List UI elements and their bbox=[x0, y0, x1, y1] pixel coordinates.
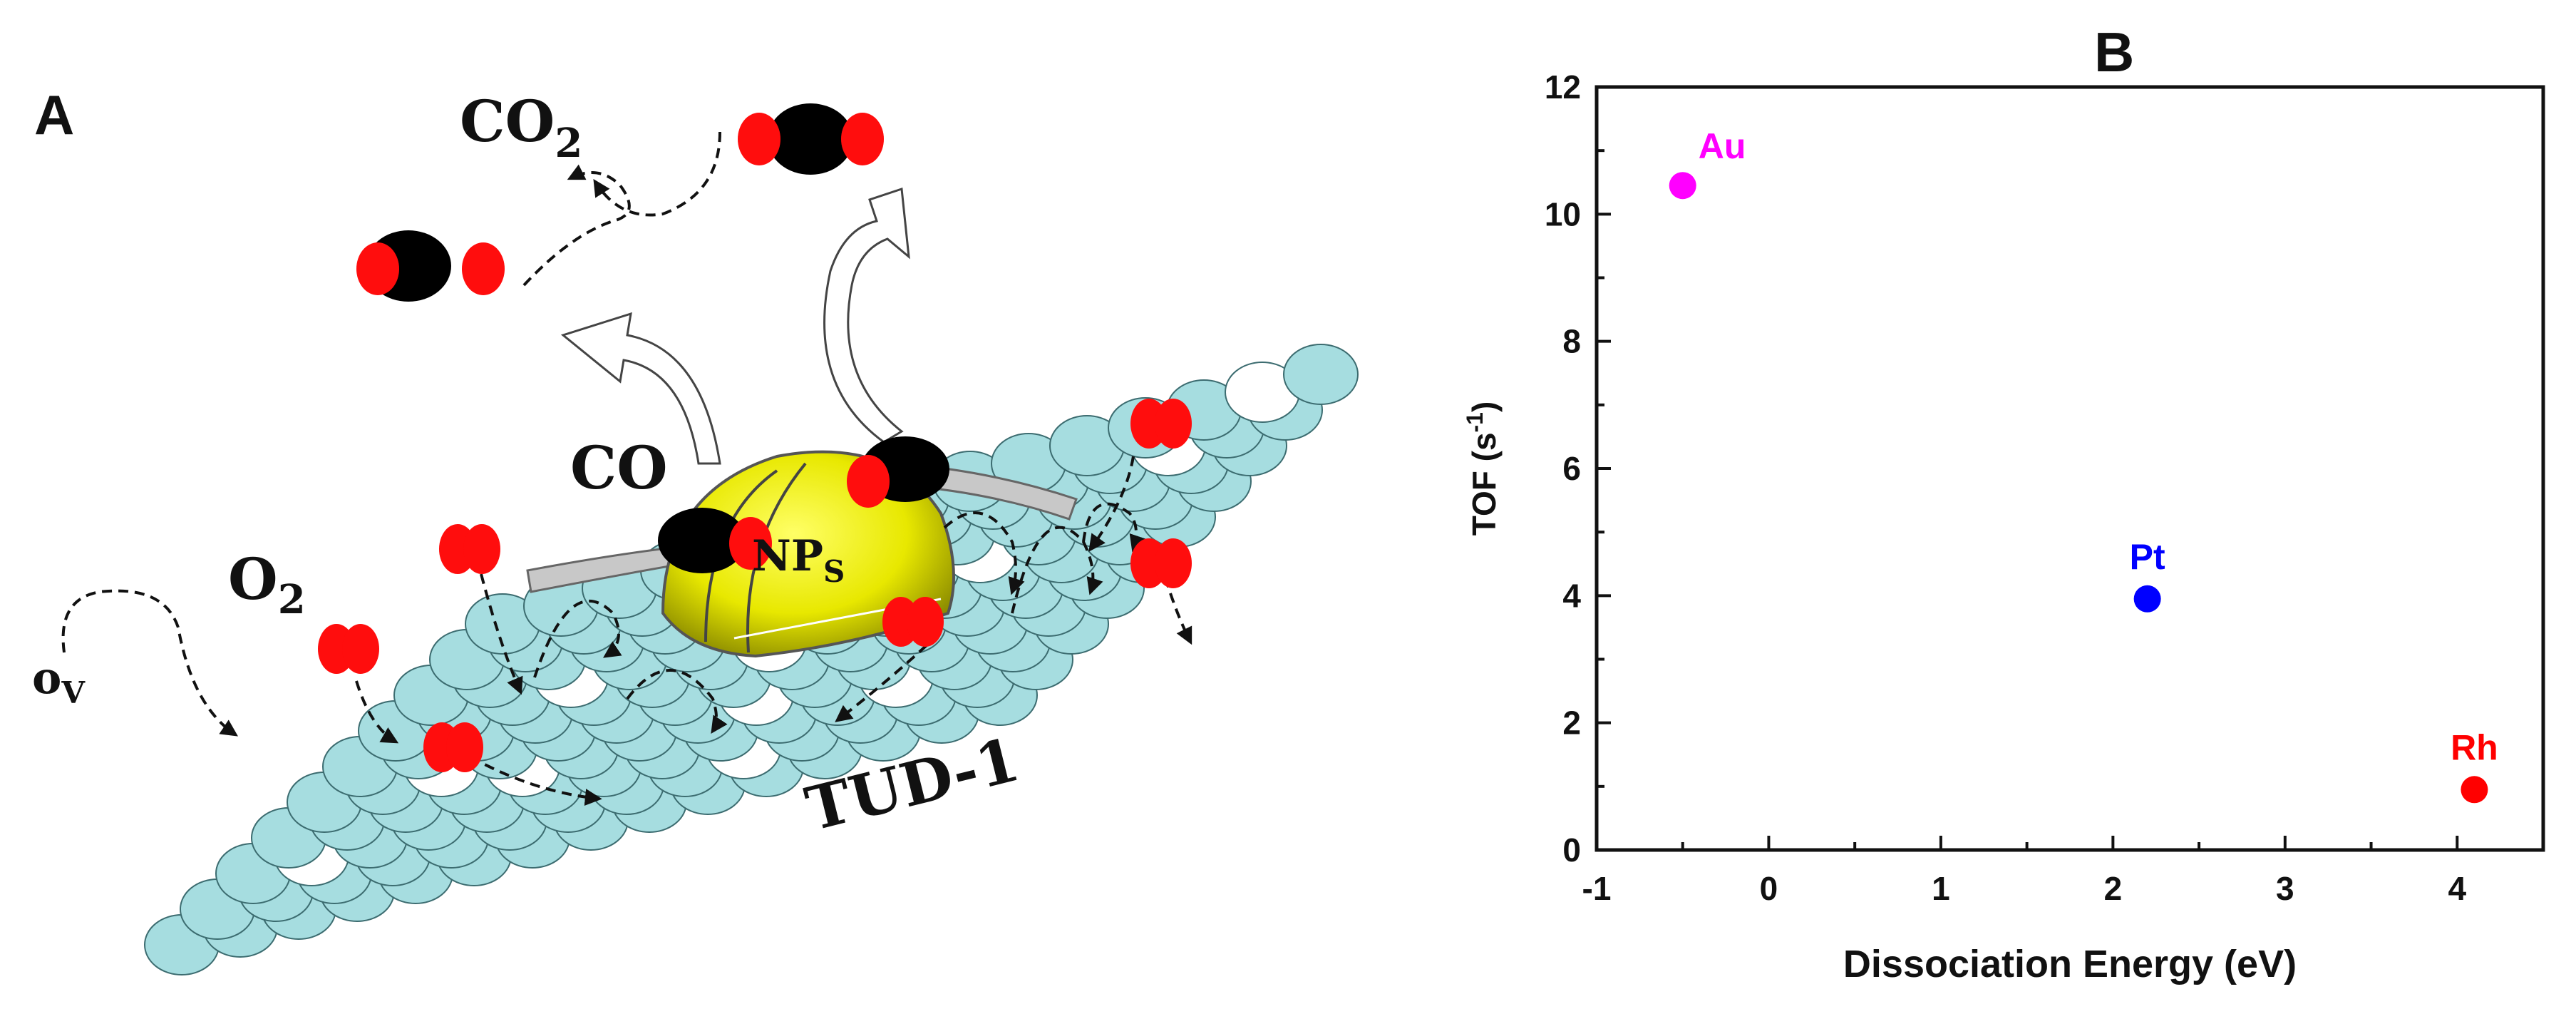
data-point-rh bbox=[2461, 776, 2488, 804]
dash-hop-2 bbox=[626, 669, 728, 734]
dash-o2-4 bbox=[835, 644, 928, 722]
co2-molecule-top bbox=[738, 103, 884, 175]
arrow-co-to-co2 bbox=[560, 312, 721, 465]
x-tick-label: 2 bbox=[2104, 870, 2123, 907]
x-axis-ticks: -1 0 1 2 3 4 bbox=[1582, 836, 2466, 907]
dash-hop-5 bbox=[1082, 502, 1146, 553]
o2-molecule bbox=[423, 722, 483, 772]
dash-ov bbox=[61, 589, 238, 737]
y-tick-label: 12 bbox=[1545, 68, 1581, 106]
panel-a: A bbox=[32, 83, 1359, 975]
np-dome bbox=[661, 450, 955, 658]
panel-a-letter: A bbox=[34, 83, 74, 146]
support-sphere bbox=[1283, 344, 1359, 405]
x-tick-label: 3 bbox=[2276, 870, 2294, 907]
data-point-pt bbox=[2133, 585, 2161, 613]
panel-b-letter: B bbox=[2094, 21, 2134, 83]
co-molecule-adsorbed-right bbox=[847, 436, 949, 508]
y-tick-label: 4 bbox=[1562, 577, 1581, 614]
label-co2: CO2 bbox=[460, 88, 582, 167]
label-co: CO bbox=[570, 434, 668, 503]
x-tick-label: 0 bbox=[1760, 870, 1778, 907]
co-molecule-adsorbed-left bbox=[658, 508, 772, 573]
o2-molecules bbox=[318, 399, 1192, 772]
data-label-pt: Pt bbox=[2130, 537, 2165, 577]
dash-o2-5 bbox=[1088, 456, 1135, 552]
y-tick-label: 0 bbox=[1562, 831, 1581, 869]
label-nps: NPS bbox=[752, 531, 845, 589]
x-axis-title: Dissociation Energy (eV) bbox=[1843, 943, 2297, 985]
y-tick-label: 6 bbox=[1562, 450, 1581, 487]
data-point-au bbox=[1669, 172, 1696, 200]
y-tick-label: 10 bbox=[1545, 195, 1581, 232]
x-tick-label: 4 bbox=[2448, 870, 2466, 907]
y-tick-label: 8 bbox=[1562, 323, 1581, 360]
o2-molecule bbox=[882, 597, 944, 647]
label-oxygen-vacancy: oV bbox=[32, 652, 86, 710]
dash-path-2 bbox=[593, 131, 721, 217]
arrow-co2-release bbox=[823, 187, 910, 444]
o2-molecule bbox=[318, 624, 379, 674]
plot-frame bbox=[1594, 85, 2545, 852]
dash-o2-1 bbox=[355, 680, 399, 744]
y-axis-ticks: 0 2 4 6 8 10 12 bbox=[1545, 68, 1611, 869]
co2-molecule-left bbox=[356, 230, 505, 302]
dash-hop-1 bbox=[533, 599, 622, 678]
o2-molecule bbox=[439, 524, 500, 574]
x-tick-label: -1 bbox=[1582, 870, 1612, 907]
data-label-au: Au bbox=[1699, 126, 1746, 166]
label-o2: O2 bbox=[228, 546, 306, 623]
o2-molecule bbox=[1130, 399, 1192, 449]
y-axis-title: TOF (s-1) bbox=[1462, 401, 1503, 536]
x-tick-label: 1 bbox=[1932, 870, 1950, 907]
dash-path-1 bbox=[522, 164, 631, 287]
dash-hop-4 bbox=[1011, 526, 1103, 614]
data-label-rh: Rh bbox=[2451, 727, 2498, 767]
nanoparticle bbox=[526, 450, 1078, 658]
dash-o2-3 bbox=[480, 573, 523, 695]
y-tick-label: 2 bbox=[1562, 705, 1581, 742]
o2-molecule bbox=[1130, 538, 1192, 588]
dash-hop-3 bbox=[943, 511, 1025, 595]
